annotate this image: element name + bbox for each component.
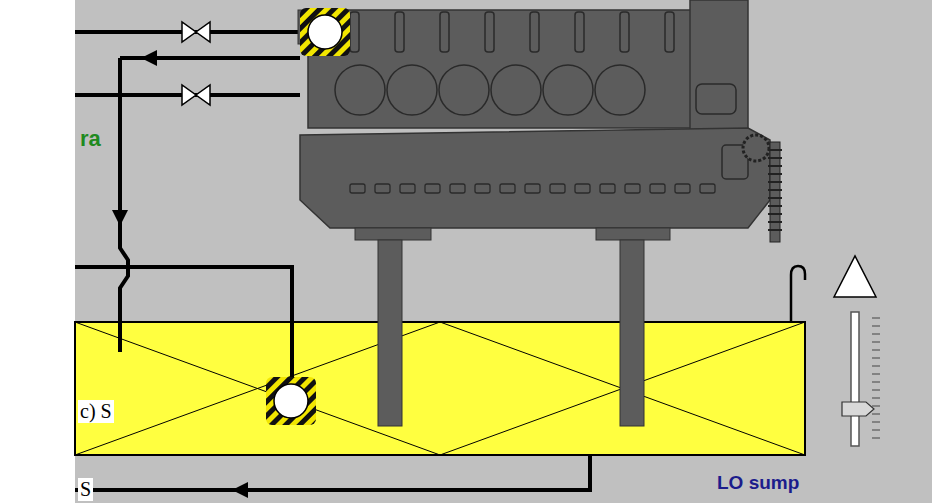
- port: [375, 184, 390, 193]
- cylinders: [335, 65, 645, 115]
- rocker-cover: [575, 12, 584, 52]
- slider-track: [851, 312, 859, 446]
- tank-label: LO sump: [715, 472, 801, 494]
- vent-pipe: [791, 266, 805, 322]
- engine-mount: [355, 228, 431, 240]
- cylinder: [387, 65, 437, 115]
- pump-symbol: [266, 377, 316, 425]
- port: [600, 184, 615, 193]
- inspection-ports: [350, 184, 715, 193]
- valve-symbol: [196, 85, 210, 105]
- engine-end-cover: [690, 0, 748, 130]
- engine-detail: [696, 84, 736, 114]
- pump-circle: [308, 15, 342, 49]
- flow-arrow: [112, 210, 128, 226]
- valve-symbol: [182, 22, 196, 42]
- flow-arrow: [232, 482, 248, 498]
- pump-circle: [274, 384, 308, 418]
- port: [475, 184, 490, 193]
- port: [550, 184, 565, 193]
- cylinder: [335, 65, 385, 115]
- engine-leg: [378, 240, 402, 426]
- engine-leg: [620, 240, 644, 426]
- engine-head: [308, 10, 738, 128]
- port: [400, 184, 415, 193]
- pump-frame: [266, 377, 316, 425]
- gear-teeth: [768, 150, 782, 230]
- pump-symbol: [300, 8, 350, 56]
- rocker-cover: [530, 12, 539, 52]
- engine-mount: [596, 228, 670, 240]
- document-text: S: [78, 478, 93, 501]
- rocker-cover: [395, 12, 404, 52]
- port: [525, 184, 540, 193]
- cylinder: [491, 65, 541, 115]
- partial-label: ra: [78, 126, 103, 151]
- level-slider: [834, 256, 880, 446]
- rocker-cover: [665, 12, 674, 52]
- rocker-cover: [620, 12, 629, 52]
- slider-ticks: [872, 318, 880, 438]
- cylinder: [439, 65, 489, 115]
- slider-thumb: [842, 402, 874, 416]
- pipe: [75, 267, 292, 378]
- rocker-covers: [350, 12, 674, 52]
- port: [625, 184, 640, 193]
- pipe: [120, 58, 128, 352]
- sump-tank-node: LO sump: [75, 322, 805, 455]
- port: [450, 184, 465, 193]
- port: [675, 184, 690, 193]
- port: [350, 184, 365, 193]
- port: [650, 184, 665, 193]
- rocker-cover: [350, 12, 359, 52]
- pump-frame: [300, 8, 350, 56]
- port: [500, 184, 515, 193]
- flow-arrow: [141, 50, 157, 66]
- valves: [182, 22, 210, 105]
- tank-cross-lines: [75, 322, 805, 455]
- gear-wheel: [743, 135, 769, 161]
- cylinder: [543, 65, 593, 115]
- valve-symbol: [182, 85, 196, 105]
- sump-tank: [75, 322, 805, 455]
- cylinder: [595, 65, 645, 115]
- slider-up-arrow: [834, 256, 876, 297]
- rocker-cover: [485, 12, 494, 52]
- rocker-cover: [440, 12, 449, 52]
- engine-block: [300, 128, 770, 228]
- screen-ground: [75, 0, 932, 503]
- diesel-engine: [298, 0, 782, 426]
- port: [575, 184, 590, 193]
- document-text: c) S: [78, 400, 114, 423]
- valve-symbol: [196, 22, 210, 42]
- pipe: [75, 455, 590, 490]
- port: [425, 184, 440, 193]
- port: [700, 184, 715, 193]
- flow-arrows: [112, 50, 248, 498]
